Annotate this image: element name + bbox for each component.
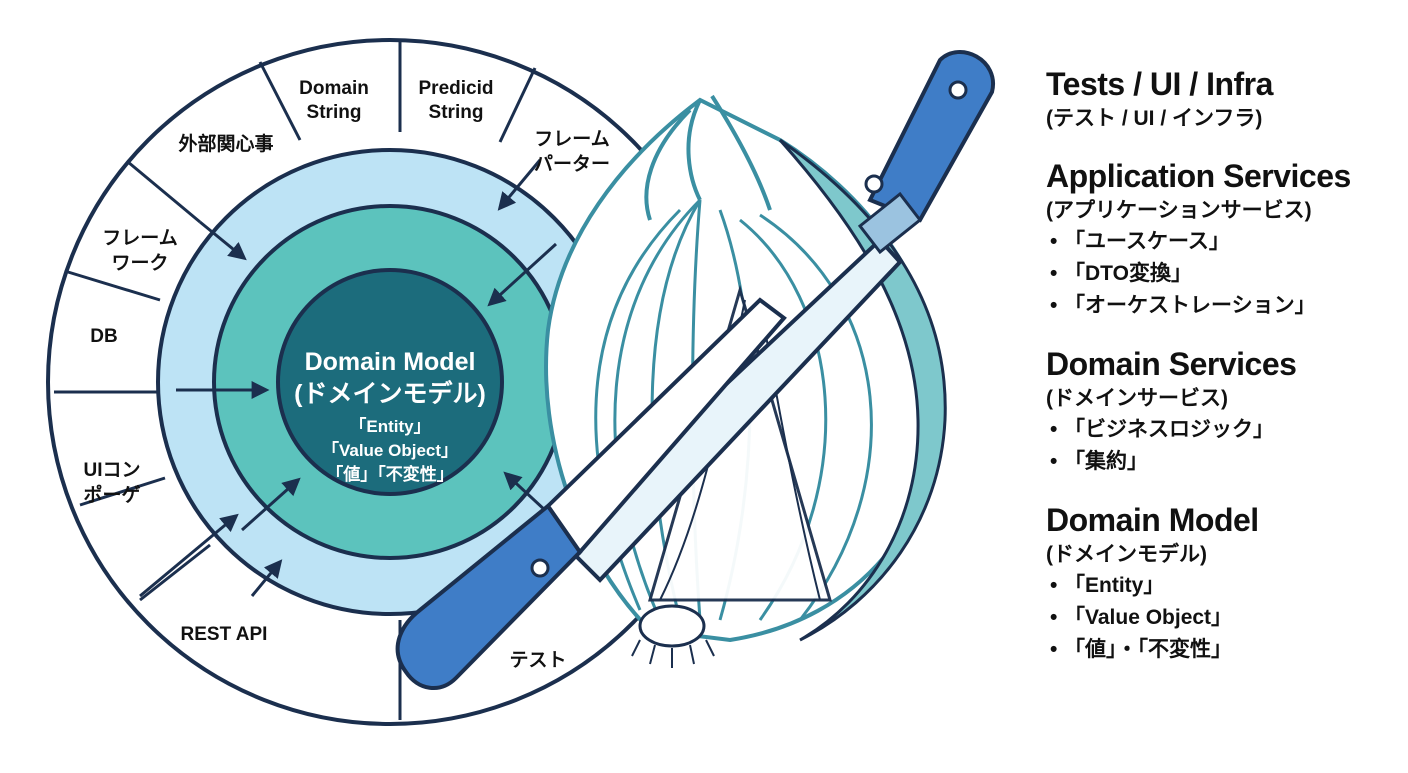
legend-section-domain-services: Domain Services (ドメインサービス) • 「ビジネスロジック」 •… [1046, 344, 1396, 478]
segment-label-rest-api: REST API [181, 624, 268, 645]
segment-label-framework-parts: フレーム パーター [534, 129, 610, 175]
segment-label-line: フレーム [102, 228, 177, 249]
legend-item-text: 「値」・「不変性」 [1064, 638, 1232, 661]
bullet-icon: • [1050, 418, 1058, 441]
legend-item-text: 「Entity」 [1064, 574, 1165, 597]
core-item: 「Value Object」 [322, 440, 458, 460]
dependency-arrows [139, 159, 562, 598]
legend-subtitle: (テスト / UI / インフラ) [1046, 107, 1263, 130]
segment-label-line: Predicid [419, 78, 494, 99]
bullet-icon: • [1050, 638, 1058, 661]
segment-label-line: 外部関心事 [178, 132, 273, 155]
segment-label-domain-string: Domain String [299, 78, 369, 123]
segment-label-line: Domain [299, 78, 369, 99]
segment-label-line: REST API [181, 624, 268, 645]
legend-subtitle: (ドメインサービス) [1046, 387, 1228, 410]
legend-item-text: 「オーケストレーション」 [1064, 294, 1316, 317]
legend-item: • 「集約」 [1046, 446, 1396, 478]
bullet-icon: • [1050, 294, 1058, 317]
segment-label-line: ワーク [111, 252, 168, 274]
bullet-icon: • [1050, 606, 1058, 629]
knife-illustration [395, 50, 996, 691]
legend-subtitle: (ドメインモデル) [1046, 543, 1207, 566]
bullet-icon: • [1050, 574, 1058, 597]
segment-label-predicid-string: Predicid String [419, 78, 494, 123]
core-item: 「Entity」 [349, 416, 430, 436]
segment-label-line: String [307, 102, 362, 123]
segment-label-tests: テスト [509, 650, 566, 671]
bullet-icon: • [1050, 230, 1058, 253]
segment-label-line: String [429, 102, 484, 123]
segment-label-framework: フレーム ワーク [102, 228, 177, 274]
legend-item-text: 「ユースケース」 [1064, 230, 1230, 253]
legend-item-text: 「DTO変換」 [1064, 262, 1192, 285]
legend-item: • 「Value Object」 [1046, 602, 1396, 634]
bullet-icon: • [1050, 262, 1058, 285]
legend-item-text: 「ビジネスロジック」 [1064, 418, 1274, 441]
legend-section-domain-model: Domain Model (ドメインモデル) • 「Entity」 • 「Value… [1046, 500, 1396, 666]
core-subtitle: (ドメインモデル) [294, 379, 486, 408]
bullet-icon: • [1050, 450, 1058, 473]
legend-item: • 「ビジネスロジック」 [1046, 414, 1396, 446]
legend-section-tests-ui-infra: Tests / UI / Infra (テスト / UI / インフラ) [1046, 64, 1396, 134]
segment-label-line: UIコン [83, 460, 140, 481]
segment-label-line: テスト [509, 650, 566, 671]
core-item: 「値」「不変性」 [326, 464, 454, 484]
domain-model-core [276, 268, 504, 496]
segment-label-line: パーター [534, 153, 610, 175]
legend-item: • 「Entity」 [1046, 570, 1396, 602]
legend-subtitle: (アプリケーションサービス) [1046, 199, 1312, 222]
legend-item: • 「オーケストレーション」 [1046, 290, 1396, 322]
legend-title: Application Services [1046, 158, 1351, 194]
legend-item: • 「DTO変換」 [1046, 258, 1396, 290]
legend-section-application-services: Application Services (アプリケーションサービス) • 「ユー… [1046, 156, 1396, 322]
segment-label-line: フレーム [534, 129, 609, 150]
legend-title: Tests / UI / Infra [1046, 66, 1273, 102]
legend-title: Domain Model [1046, 502, 1259, 538]
legend-item-text: 「Value Object」 [1064, 606, 1233, 629]
legend-title: Domain Services [1046, 346, 1297, 382]
legend-item: • 「値」・「不変性」 [1046, 634, 1396, 666]
core-title: Domain Model [305, 348, 476, 376]
segment-label-line: DB [90, 326, 117, 347]
segment-label-external-concerns: 外部関心事 [178, 132, 273, 155]
layer-legend: Tests / UI / Infra (テスト / UI / インフラ) App… [1046, 64, 1396, 688]
legend-item: • 「ユースケース」 [1046, 226, 1396, 258]
segment-label-ui-components: UIコン ポーゲ [83, 460, 140, 506]
segment-label-db: DB [90, 326, 117, 347]
segment-label-line: ポーゲ [83, 483, 140, 506]
legend-item-text: 「集約」 [1064, 450, 1148, 473]
